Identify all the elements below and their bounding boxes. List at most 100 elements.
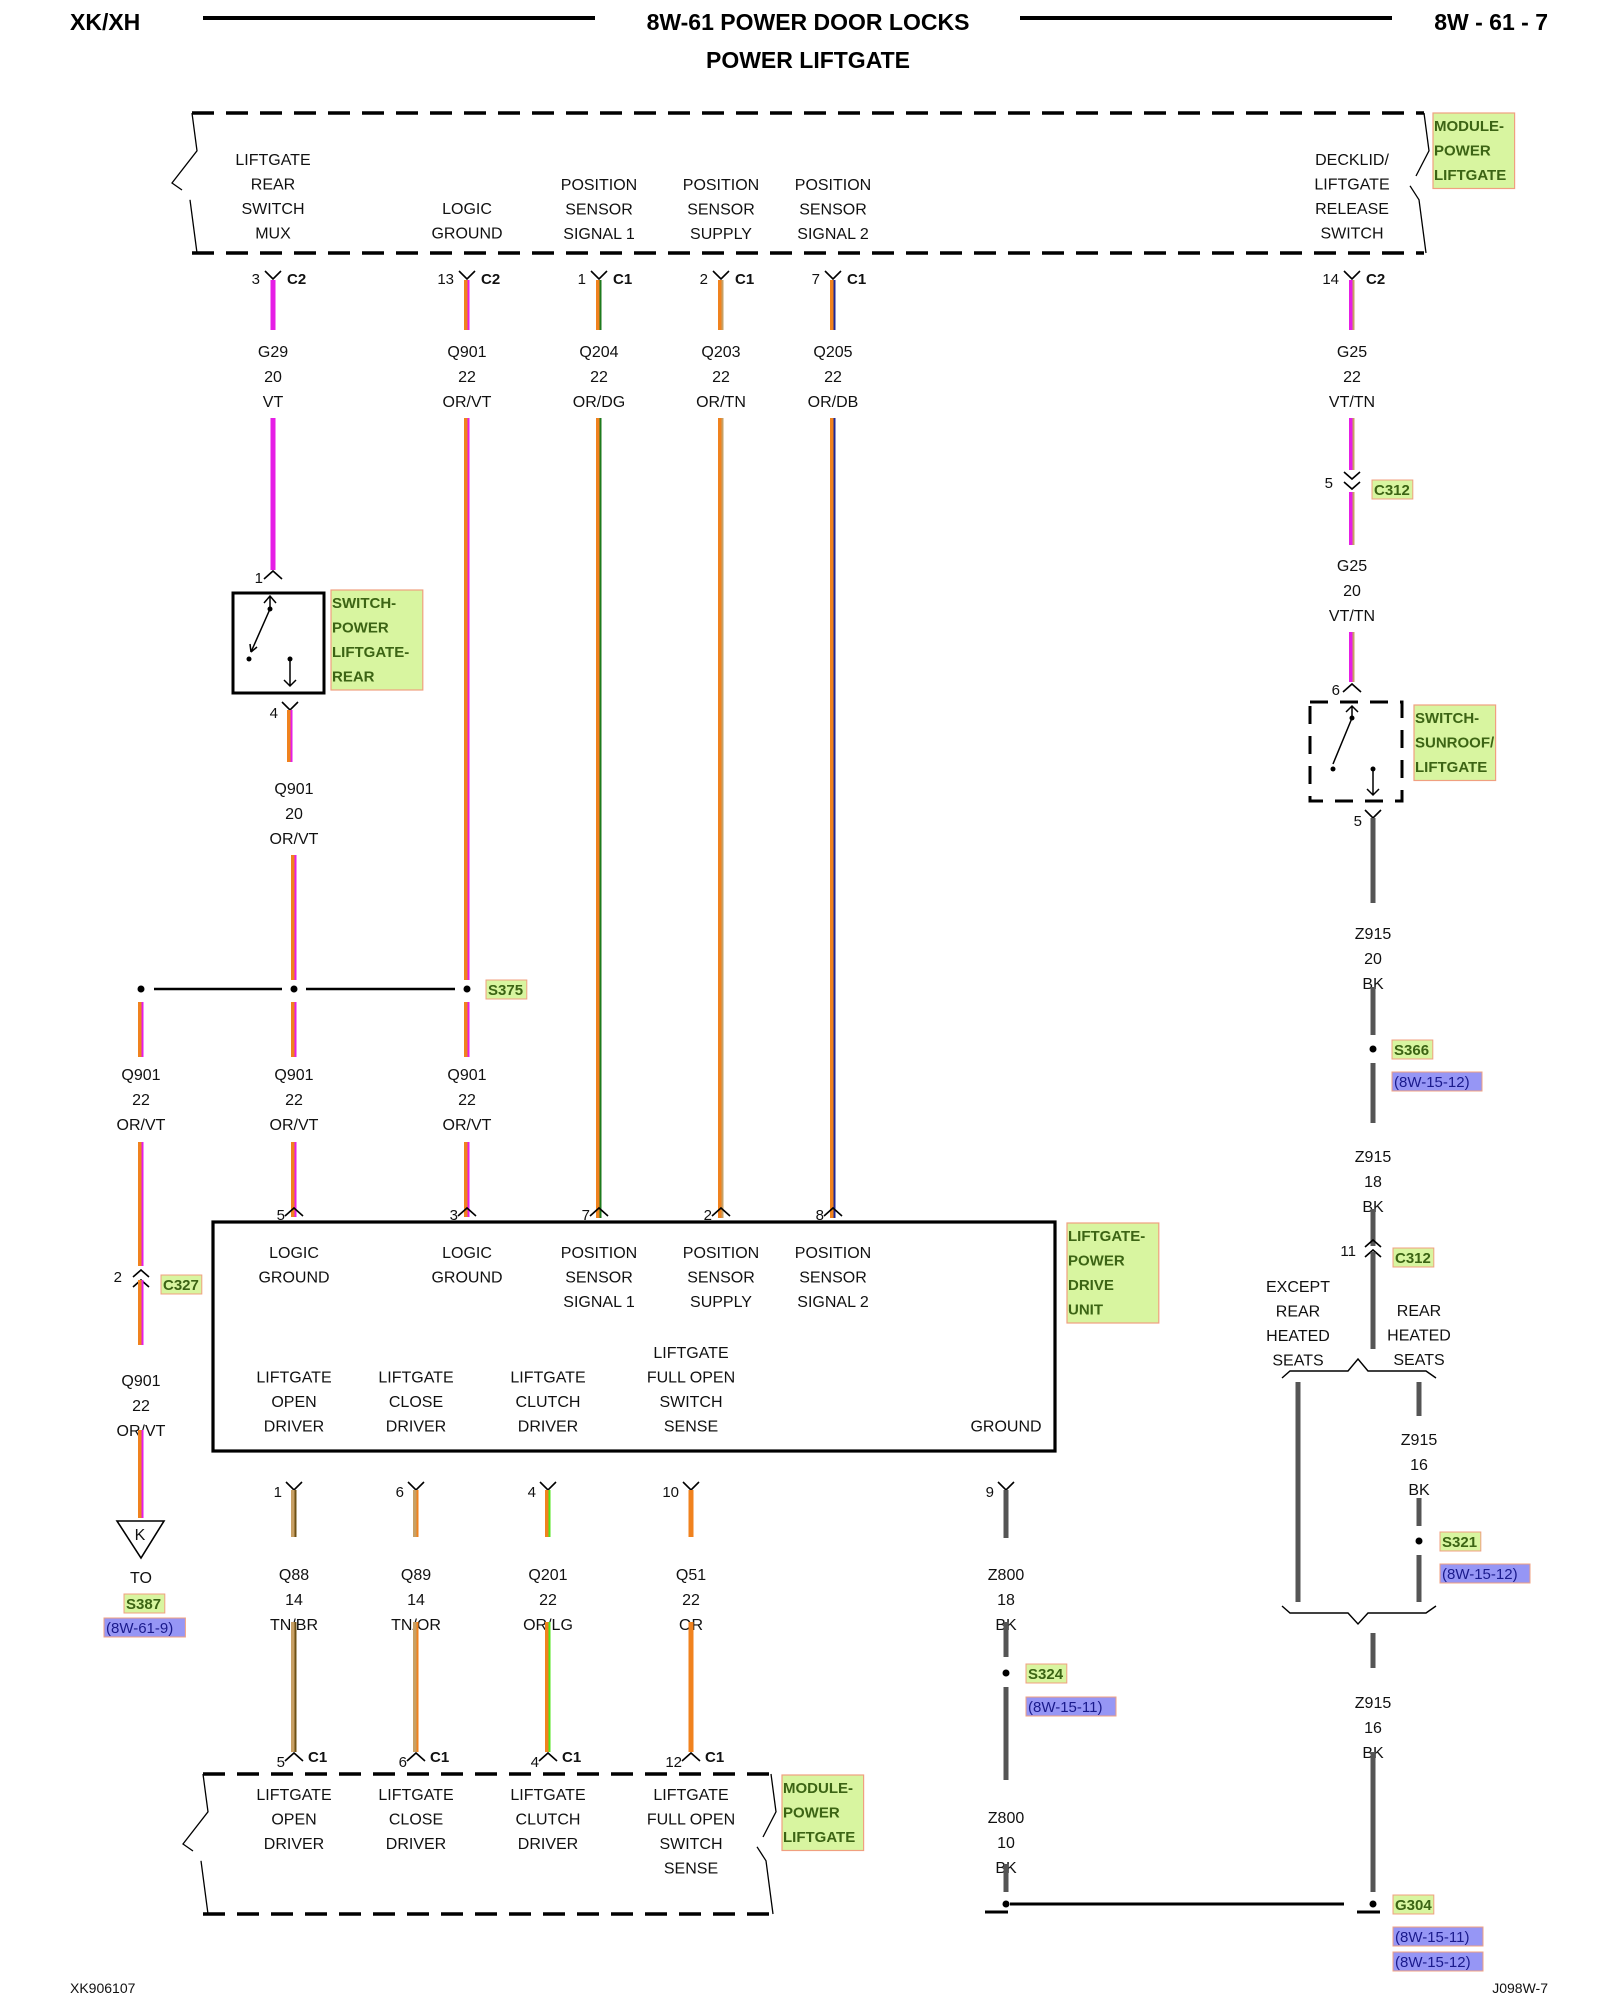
- terminal-icon: [284, 1206, 304, 1217]
- module-pin-function: POSITION: [795, 177, 871, 194]
- drive-unit-pin-function: LOGIC: [269, 1245, 319, 1262]
- wire-g25: [1349, 492, 1355, 545]
- option-except-rear-heated-seats: HEATED: [1266, 1328, 1330, 1345]
- offpage-connector-k: KTO: [115, 1520, 166, 1587]
- module-pin-function: DRIVER: [264, 1836, 324, 1853]
- wire-q901: [287, 710, 293, 762]
- wire-circuit: Q203: [701, 344, 740, 361]
- terminal-icon: [711, 1206, 731, 1217]
- wire-color: OR/TN: [696, 394, 746, 411]
- pin-number: 6: [1332, 682, 1340, 699]
- pin-number: 2: [114, 1269, 122, 1286]
- ground-dot: [1369, 1900, 1377, 1908]
- switch-output-arrow: [283, 659, 297, 688]
- wire-circuit: Z915: [1401, 1432, 1438, 1449]
- ground-g304-reference-link[interactable]: (8W-15-12): [1392, 1951, 1484, 1972]
- wire-color: BK: [1408, 1482, 1430, 1499]
- pin-number: 3: [450, 1207, 458, 1224]
- module-pin-function: SWITCH: [241, 201, 304, 218]
- wire-gauge: 14: [285, 1592, 303, 1609]
- wire-gauge: 22: [539, 1592, 557, 1609]
- wire-gauge: 18: [1364, 1174, 1382, 1191]
- wire-q901: [138, 1002, 144, 1057]
- terminal-icon: [590, 270, 608, 281]
- module-power-liftgate-bottom: [182, 1772, 777, 1916]
- terminal-icon: [712, 270, 730, 281]
- component-label-line: DRIVE: [1068, 1277, 1114, 1294]
- drive-unit-pin-function: POSITION: [561, 1245, 637, 1262]
- splice-s324-reference-link[interactable]: (8W-15-11): [1025, 1696, 1117, 1717]
- tag-background: [1439, 1563, 1531, 1584]
- drive-unit-pin-function: DRIVER: [386, 1419, 446, 1436]
- drive-unit-pin-function: SENSOR: [565, 1270, 633, 1287]
- terminal-icon: [682, 1481, 700, 1492]
- model-code: XK/XH: [70, 9, 140, 35]
- wire-color: VT/TN: [1329, 394, 1375, 411]
- drive-unit-pin-function: CLUTCH: [516, 1394, 581, 1411]
- pin-number: 8: [816, 1207, 824, 1224]
- connector-c312-tag: C312: [1392, 1247, 1435, 1268]
- terminal-icon: [1343, 270, 1361, 281]
- offpage-destination-tag: S387: [123, 1593, 166, 1614]
- pin-number: 12: [665, 1754, 682, 1771]
- component-label-line: SWITCH-: [332, 595, 396, 612]
- splice-s321-reference-link[interactable]: (8W-15-12): [1439, 1563, 1531, 1584]
- connector-id: C1: [613, 271, 632, 288]
- drive-unit-pin-function: GROUND: [258, 1270, 329, 1287]
- pin-number: 3: [252, 271, 260, 288]
- wire-gauge: 20: [285, 806, 303, 823]
- wire-q203: [718, 418, 724, 1218]
- splice-dot: [290, 985, 298, 993]
- terminal-icon: [681, 1751, 701, 1762]
- wire-circuit: Q901: [274, 781, 313, 798]
- pin-number: 7: [582, 1207, 590, 1224]
- tag-text: S387: [126, 1596, 161, 1613]
- option-except-rear-heated-seats: REAR: [1276, 1304, 1320, 1321]
- module-pin-function: SENSOR: [687, 202, 755, 219]
- drive-unit-body: [211, 1220, 1057, 1453]
- module-pin-function: SIGNAL 2: [797, 226, 869, 243]
- wire-circuit: Q204: [579, 344, 618, 361]
- wire-color: OR/VT: [117, 1117, 166, 1134]
- wire-circuit: Z800: [988, 1810, 1025, 1827]
- offpage-letter: K: [135, 1527, 146, 1544]
- module-pin-function: CLOSE: [389, 1812, 443, 1829]
- module-pin-function: REAR: [251, 177, 295, 194]
- connector-id: C1: [430, 1749, 449, 1766]
- component-label-line: POWER: [332, 620, 389, 637]
- tag-background: [1025, 1663, 1068, 1684]
- wire-color: OR/VT: [270, 831, 319, 848]
- wire-circuit: Q901: [274, 1067, 313, 1084]
- wire-color: OR/VT: [443, 394, 492, 411]
- ground-g304-reference-link[interactable]: (8W-15-11): [1392, 1926, 1484, 1947]
- drive-unit-pin-function: SENSE: [664, 1419, 718, 1436]
- splice-s366-reference-link[interactable]: (8W-15-12): [1391, 1071, 1483, 1092]
- offpage-triangle-icon: [115, 1520, 166, 1560]
- drive-unit-pin-function: SENSOR: [799, 1270, 867, 1287]
- wire-circuit: Q88: [279, 1567, 309, 1584]
- wire-q88: [291, 1622, 297, 1752]
- module-pin-function: LIFTGATE: [653, 1787, 728, 1804]
- splice-s366-dot: [1369, 1045, 1377, 1053]
- module-pin-function: SENSOR: [565, 202, 633, 219]
- option-except-rear-heated-seats: SEATS: [1272, 1353, 1323, 1370]
- pin-number: 4: [531, 1754, 539, 1771]
- page-number: 8W - 61 - 7: [1434, 9, 1548, 35]
- terminal-icon: [1364, 809, 1382, 820]
- tag-background: [103, 1617, 186, 1638]
- wire-gauge: 22: [590, 369, 608, 386]
- component-label-bg: [1413, 704, 1497, 782]
- tag-background: [1392, 1894, 1435, 1915]
- wire-gauge: 14: [407, 1592, 425, 1609]
- wire-q901: [138, 1430, 144, 1518]
- wire-circuit: Q51: [676, 1567, 706, 1584]
- pin-number: 1: [578, 271, 586, 288]
- wire-circuit: Q201: [528, 1567, 567, 1584]
- offpage-reference-link[interactable]: (8W-61-9): [103, 1617, 186, 1638]
- module-pin-function: FULL OPEN: [647, 1812, 735, 1829]
- splice-s324-dot: [1002, 1669, 1010, 1677]
